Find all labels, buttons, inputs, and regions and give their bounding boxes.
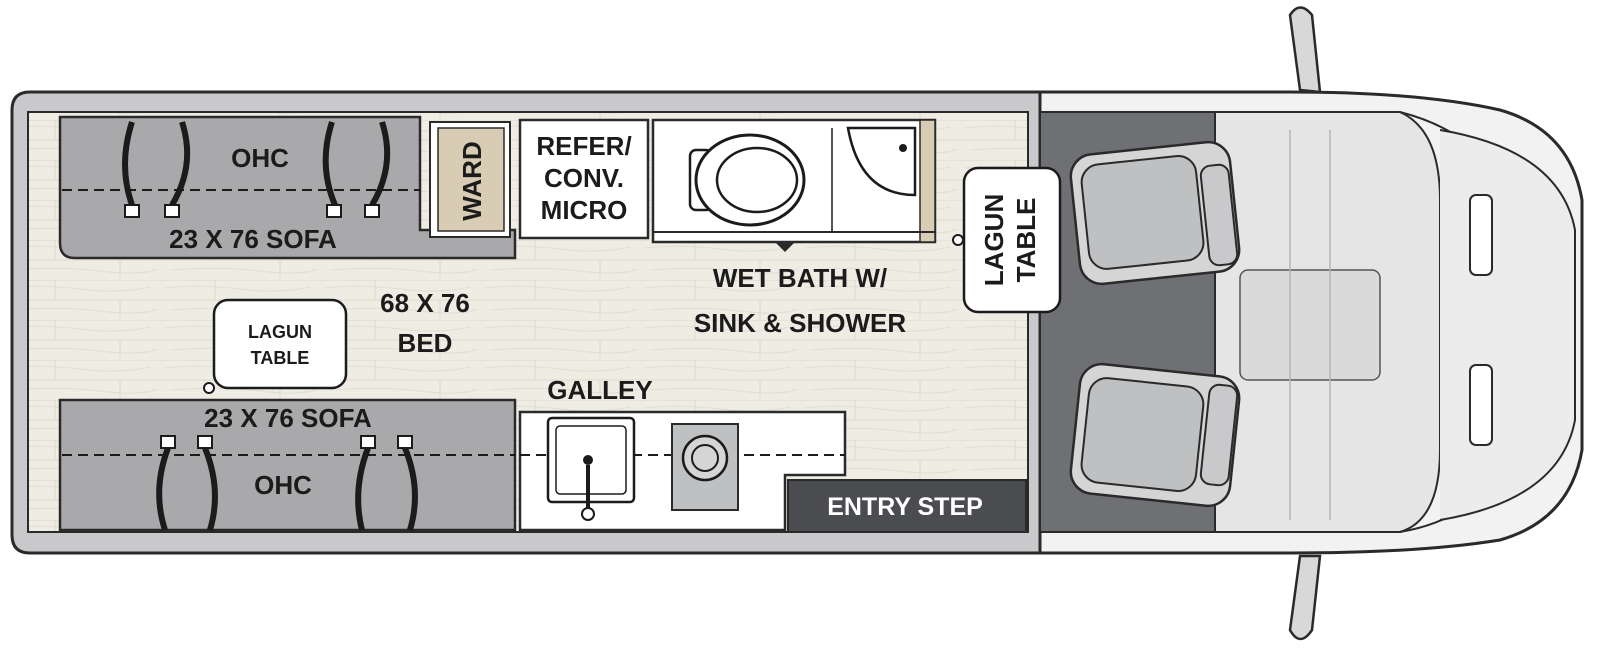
lagun-front-line1: LAGUN [979,194,1009,286]
entry-step [787,479,1027,533]
cab [1038,6,1584,641]
lagun-front-line2: TABLE [1011,198,1041,283]
wetbath-label-line2: SINK & SHOWER [694,308,907,338]
lagun-table-front [952,166,1062,314]
bed-label-line2: BED [398,328,453,358]
entry-step-label: ENTRY STEP [827,493,983,521]
wet-bath [651,118,937,252]
refer-label-line1: REFER/ [536,131,631,161]
refer-label-line2: CONV. [544,163,624,193]
galley-counter [518,410,847,532]
lagun-rear-line2: TABLE [251,348,310,368]
sofa-top-label: 23 X 76 SOFA [169,224,337,254]
driver-seat [1069,140,1241,286]
lagun-rear-line1: LAGUN [248,322,312,342]
galley-label: GALLEY [547,375,652,405]
sofa-bottom-label: 23 X 76 SOFA [204,403,372,433]
ohc-top-label: OHC [231,143,289,173]
bed-label-line1: 68 X 76 [380,288,470,318]
lagun-table-rear [203,298,348,394]
wetbath-label-line1: WET BATH W/ [713,263,887,293]
ward-label: WARD [457,141,487,220]
refer-label-line3: MICRO [541,195,628,225]
passenger-seat [1069,362,1241,508]
top-sofa [58,115,517,260]
ohc-bottom-label: OHC [254,470,312,500]
refrigerator-microwave [518,118,650,240]
bottom-sofa [58,398,517,532]
wardrobe [429,121,511,238]
